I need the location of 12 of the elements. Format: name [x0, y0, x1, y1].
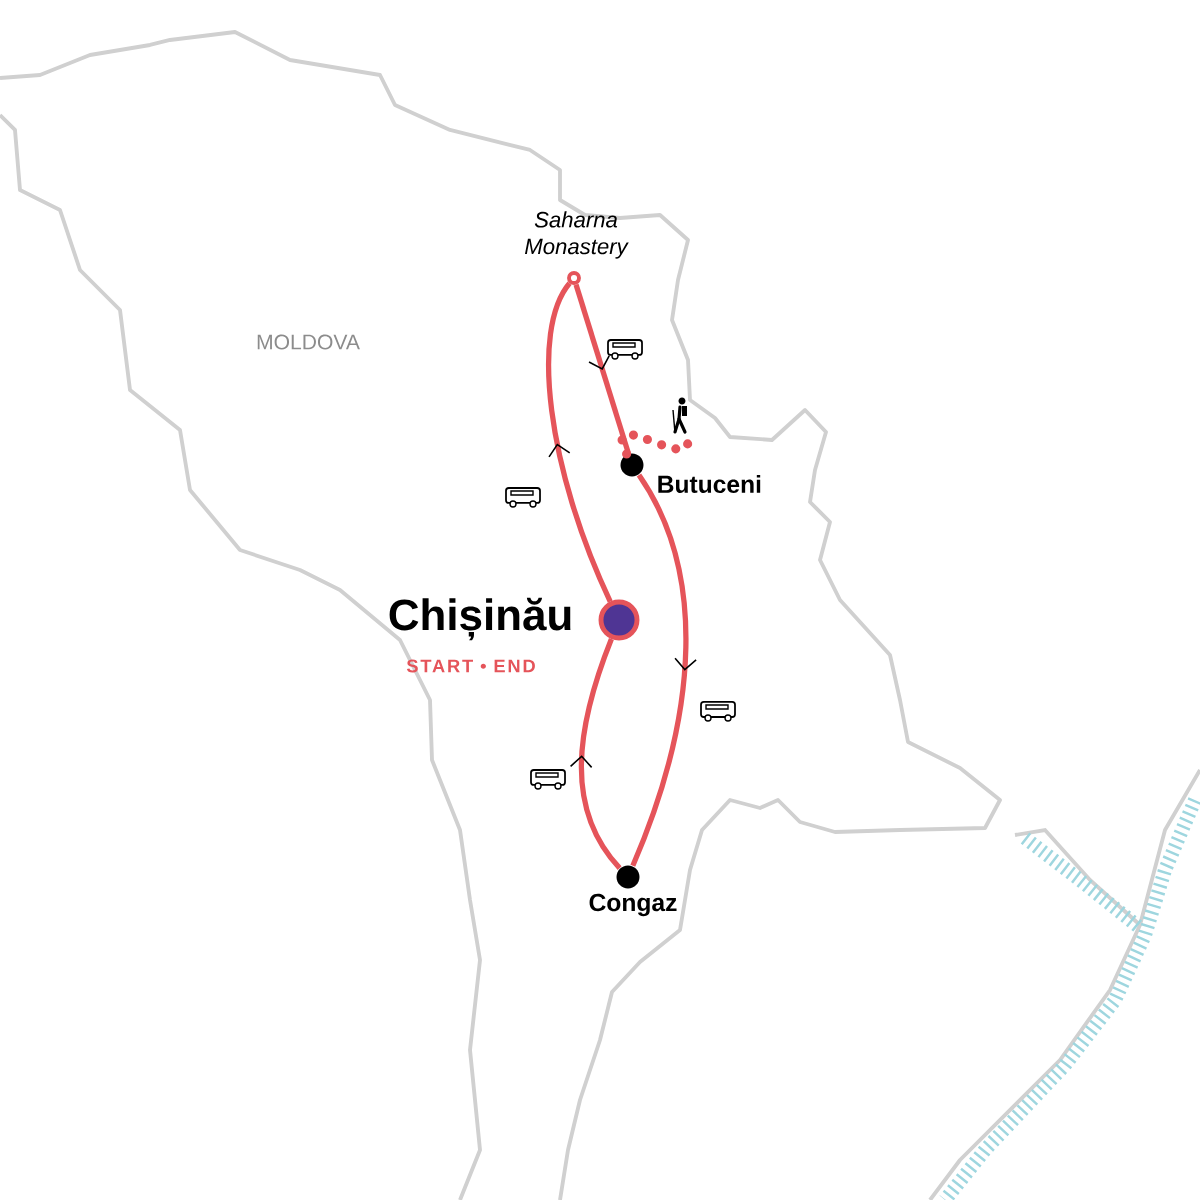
route-line	[546, 281, 613, 603]
place-label: Chișinău	[389, 597, 571, 641]
place-label: Butuceni	[658, 475, 761, 493]
route-line	[573, 283, 631, 455]
route-line	[569, 638, 622, 870]
place-label: Saharna Monastery	[525, 211, 629, 259]
place-label: Congaz	[589, 893, 677, 917]
route-line	[617, 430, 693, 459]
start-end-label: START • END	[406, 659, 535, 673]
country-label: MOLDOVA	[257, 334, 360, 350]
hiker-icon	[672, 397, 687, 434]
route-line	[630, 473, 697, 867]
